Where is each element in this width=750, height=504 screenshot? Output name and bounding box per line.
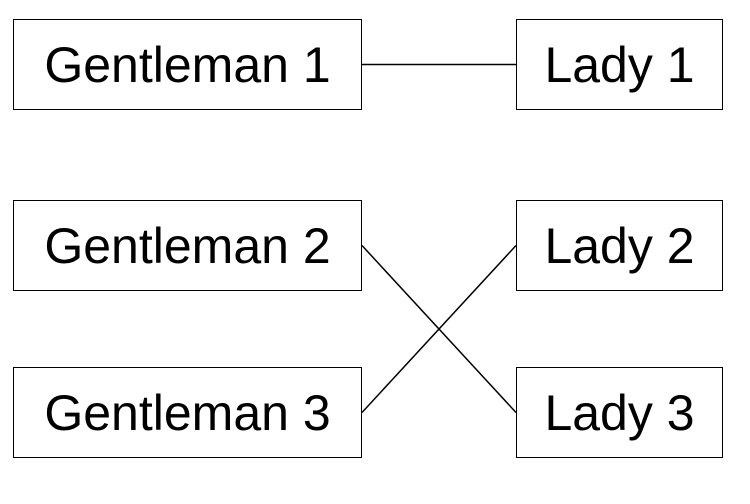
lady-2-box: Lady 2 xyxy=(516,200,723,291)
lady-3-box: Lady 3 xyxy=(516,367,723,458)
gentleman-2-label: Gentleman 2 xyxy=(44,217,331,274)
lady-2-label: Lady 2 xyxy=(544,217,695,274)
connector-g3-l2 xyxy=(361,244,517,414)
lady-1-box: Lady 1 xyxy=(516,19,723,110)
lady-1-label: Lady 1 xyxy=(544,36,695,93)
gentleman-1-box: Gentleman 1 xyxy=(13,19,362,110)
gentleman-3-box: Gentleman 3 xyxy=(13,367,362,458)
gentleman-3-label: Gentleman 3 xyxy=(44,384,331,441)
gentleman-2-box: Gentleman 2 xyxy=(13,200,362,291)
lady-3-label: Lady 3 xyxy=(544,384,695,441)
gentleman-1-label: Gentleman 1 xyxy=(44,36,331,93)
